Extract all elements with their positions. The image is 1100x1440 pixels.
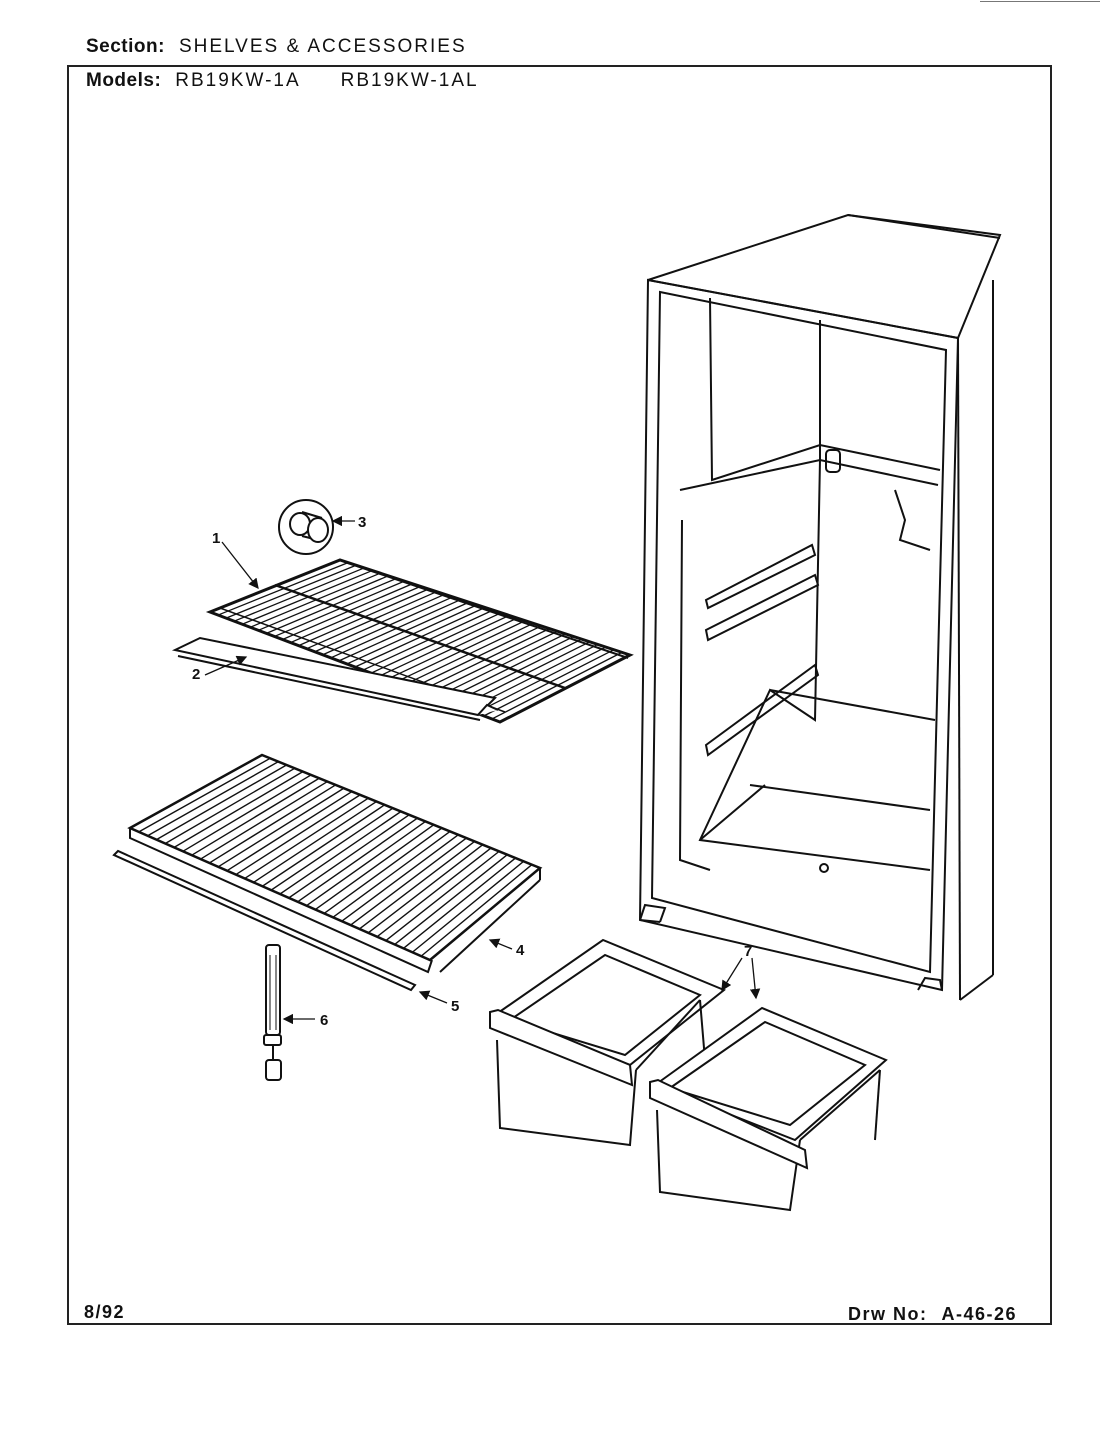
wire-shelf-bar <box>250 572 381 628</box>
ribbed-shelf-rib <box>332 830 451 918</box>
wire-shelf-bar <box>411 625 542 689</box>
drawing-date: 8/92 <box>84 1302 126 1322</box>
shelf-bracket <box>263 944 282 1081</box>
model-number-1: RB19KW-1A <box>175 70 301 91</box>
wire-shelf-bar <box>274 580 405 638</box>
ribbed-shelf-rib <box>244 797 369 880</box>
wire-shelf-bar <box>225 564 357 619</box>
wire-shelf-bar <box>362 609 494 671</box>
ribbed-shelf-rib <box>164 767 296 845</box>
section-label: Section: <box>86 36 165 57</box>
wire-shelf-bar <box>298 588 429 647</box>
model-number-2: RB19KW-1AL <box>340 70 479 91</box>
ribbed-shelf-rib <box>279 810 402 895</box>
ribbed-shelf-ribs <box>138 757 533 957</box>
ribbed-shelf-rib <box>403 857 516 949</box>
ribbed-shelf-rib <box>173 771 304 849</box>
wire-shelf-bar <box>217 562 349 616</box>
wire-shelf-bar <box>386 617 518 680</box>
wire-shelf-bar <box>290 585 421 644</box>
wire-shelf-bar <box>338 601 470 662</box>
ribbed-shelf-rib <box>209 784 336 864</box>
drawing-label: Drw No: <box>848 1304 928 1324</box>
callout-5: 5 <box>451 998 459 1015</box>
wire-shelf-bar <box>370 612 502 674</box>
ribbed-shelf-rib <box>217 787 345 868</box>
ribbed-shelf-rib <box>350 837 467 926</box>
ribbed-shelf-rib <box>191 777 320 856</box>
ribbed-shelf-rib <box>385 850 500 942</box>
top-rule-line <box>980 1 1100 2</box>
ribbed-shelf-rib <box>411 860 525 953</box>
wire-shelf-bar <box>427 630 558 696</box>
drawing-frame <box>67 65 1052 1325</box>
shelf-trim <box>171 636 499 721</box>
drawing-number: A-46-26 <box>941 1304 1018 1324</box>
wire-shelf-bar <box>346 604 478 665</box>
callout-1: 1 <box>212 530 220 547</box>
callout-3: 3 <box>358 514 366 531</box>
wire-shelf-bar <box>403 622 534 686</box>
wire-shelf-bar <box>419 628 550 693</box>
wire-shelf-bar <box>314 593 445 653</box>
ribbed-shelf-rib <box>323 827 443 914</box>
wire-shelf-bar <box>354 606 486 668</box>
ribbed-shelf-rib <box>261 804 386 887</box>
ribbed-shelf-rib <box>297 817 418 903</box>
ribbed-shelf-rib <box>367 844 484 934</box>
section-row: Section: SHELVES & ACCESSORIES <box>86 36 467 58</box>
ribbed-shelf-rib <box>270 807 394 891</box>
section-value: SHELVES & ACCESSORIES <box>178 36 467 57</box>
wire-shelf-bar <box>330 598 462 659</box>
ribbed-shelf-rib <box>147 761 279 837</box>
leader-lines <box>204 515 761 1025</box>
wire-shelf-bar <box>282 583 413 641</box>
drawing-number-row: Drw No: A-46-26 <box>848 1304 1017 1325</box>
ribbed-shelf-rib <box>394 854 508 946</box>
ribbed-shelf-rib <box>156 764 287 841</box>
ribbed-shelf <box>127 753 543 974</box>
ribbed-shelf-rib <box>200 780 328 860</box>
ribbed-shelf-rib <box>358 840 476 930</box>
callout-6: 6 <box>320 1012 328 1029</box>
ribbed-shelf-rib <box>306 820 426 907</box>
ribbed-shelf-rib <box>226 790 353 872</box>
end-cap-detail <box>278 499 334 555</box>
ribbed-shelf-rib <box>420 864 533 957</box>
ribbed-shelf-rib <box>138 757 271 833</box>
wire-shelf-bar <box>378 614 510 677</box>
wire-shelf-bar <box>233 567 365 622</box>
wire-shelf-bar <box>394 620 526 683</box>
wire-shelf-bar <box>322 596 454 656</box>
wire-shelf-bar <box>491 651 623 720</box>
ribbed-shelf-rib <box>253 800 377 883</box>
wire-shelf-bar <box>443 635 574 702</box>
wire-shelf-bar <box>241 569 373 625</box>
crisper-drawer-left <box>489 938 726 1147</box>
models-row: Models: RB19KW-1A RB19KW-1AL <box>86 70 479 92</box>
wire-shelf-bar <box>258 575 389 631</box>
wire-shelf-bar <box>306 591 437 650</box>
callout-7: 7 <box>744 943 752 960</box>
ribbed-shelf-rib <box>235 794 361 876</box>
ribbed-shelf-rib <box>341 834 459 922</box>
ribbed-shelf-rib <box>182 774 312 852</box>
ribbed-shelf-rib <box>288 814 410 899</box>
wire-shelf-bar <box>475 646 607 714</box>
ribbed-shelf-rib <box>376 847 492 938</box>
shelf-rod <box>112 849 417 992</box>
wire-shelf-bar <box>435 633 566 699</box>
callout-4: 4 <box>516 942 525 959</box>
ribbed-shelf-rib <box>314 824 435 911</box>
models-label: Models: <box>86 70 162 91</box>
wire-shelf-bar <box>266 577 397 634</box>
callout-2: 2 <box>192 666 200 683</box>
wire-shelf-bar <box>483 649 615 717</box>
crisper-drawer-right <box>649 1006 888 1212</box>
refrigerator-cabinet <box>638 213 1002 1001</box>
